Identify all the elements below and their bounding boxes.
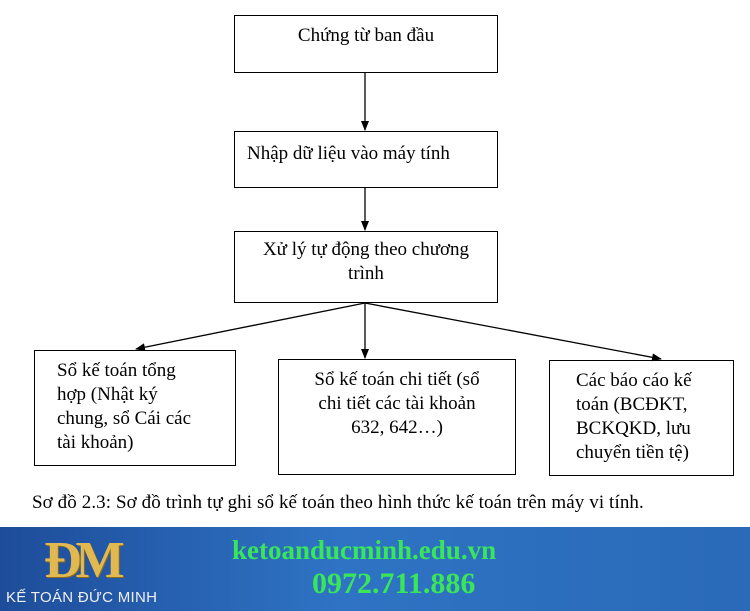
website-link[interactable]: ketoanducminh.edu.vn — [232, 535, 497, 565]
box-line: Sổ kế toán tổng — [57, 360, 176, 381]
box-line: Xử lý tự động theo chương — [262, 239, 470, 260]
box-line: Chứng từ ban đầu — [297, 25, 435, 46]
box-line: Nhập dữ liệu vào máy tính — [247, 143, 450, 164]
box-line: Các báo cáo kế — [576, 370, 692, 391]
footer-banner: ĐM KẾ TOÁN ĐỨC MINH ketoanducminh.edu.vn… — [0, 527, 750, 611]
logo: ĐM KẾ TOÁN ĐỨC MINH — [0, 527, 215, 611]
box-data-entry: Nhập dữ liệu vào máy tính — [234, 131, 498, 188]
phone-number: 0972.711.886 — [312, 567, 476, 600]
box-line: toán (BCĐKT, — [576, 394, 688, 415]
box-line: BCKQKD, lưu — [576, 418, 691, 439]
arrow-3-to-6 — [364, 302, 662, 362]
box-financial-reports: Các báo cáo kế toán (BCĐKT, BCKQKD, lưu … — [549, 360, 734, 476]
flow-arrows — [135, 73, 662, 362]
box-line: chi tiết các tài khoản — [318, 393, 476, 414]
diagram-caption: Sơ đồ 2.3: Sơ đồ trình tự ghi sổ kế toán… — [32, 492, 644, 513]
logo-text: KẾ TOÁN ĐỨC MINH — [6, 589, 158, 606]
box-line: trình — [348, 263, 384, 284]
box-general-ledger: Sổ kế toán tổng hợp (Nhật ký chung, sổ C… — [34, 350, 236, 466]
box-line: chuyển tiền tệ) — [576, 442, 689, 463]
box-line: chung, sổ Cái các — [57, 408, 192, 429]
box-line: Sổ kế toán chi tiết (sổ — [314, 369, 480, 390]
box-original-documents: Chứng từ ban đầu — [234, 15, 498, 73]
box-line: 632, 642…) — [351, 417, 443, 438]
arrow-3-to-4 — [135, 302, 366, 352]
box-line: tài khoản) — [57, 432, 134, 453]
logo-mark: ĐM — [44, 532, 125, 589]
box-detailed-ledger: Sổ kế toán chi tiết (sổ chi tiết các tài… — [278, 359, 516, 475]
box-line: hợp (Nhật ký — [57, 384, 158, 405]
box-auto-processing: Xử lý tự động theo chương trình — [234, 231, 498, 303]
